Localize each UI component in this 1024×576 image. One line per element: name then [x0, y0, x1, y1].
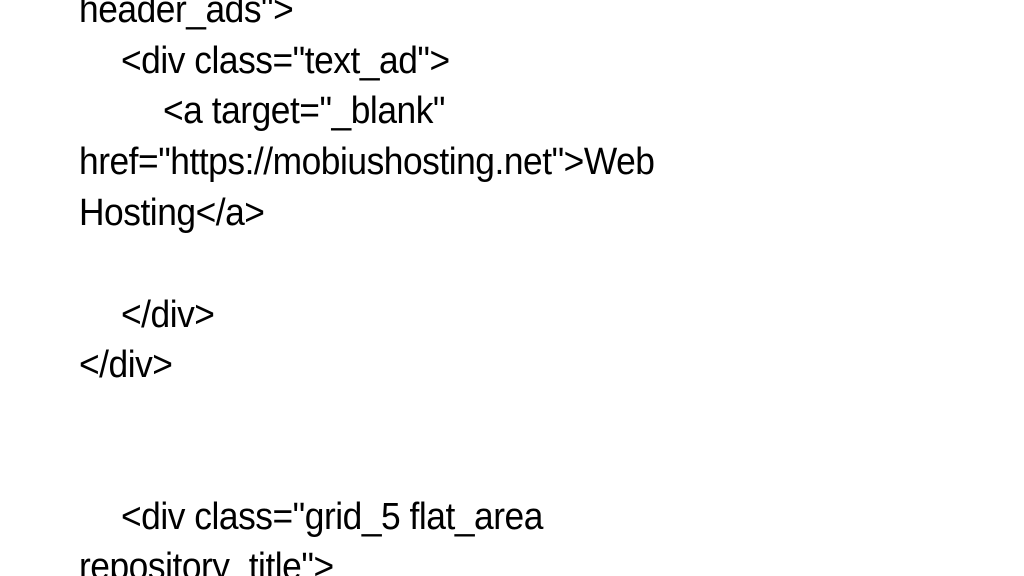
- code-line: </div>: [79, 344, 173, 386]
- code-line: repository_title">: [79, 546, 334, 576]
- code-line: <a target="_blank": [163, 90, 445, 132]
- code-line: </div>: [121, 294, 215, 336]
- code-line: header_ads">: [79, 0, 294, 31]
- code-line: <div class="text_ad">: [121, 40, 450, 82]
- code-line: <div class="grid_5 flat_area: [121, 496, 543, 538]
- code-line: href="https://mobiushosting.net">Web: [79, 141, 655, 183]
- code-line: Hosting</a>: [79, 192, 265, 234]
